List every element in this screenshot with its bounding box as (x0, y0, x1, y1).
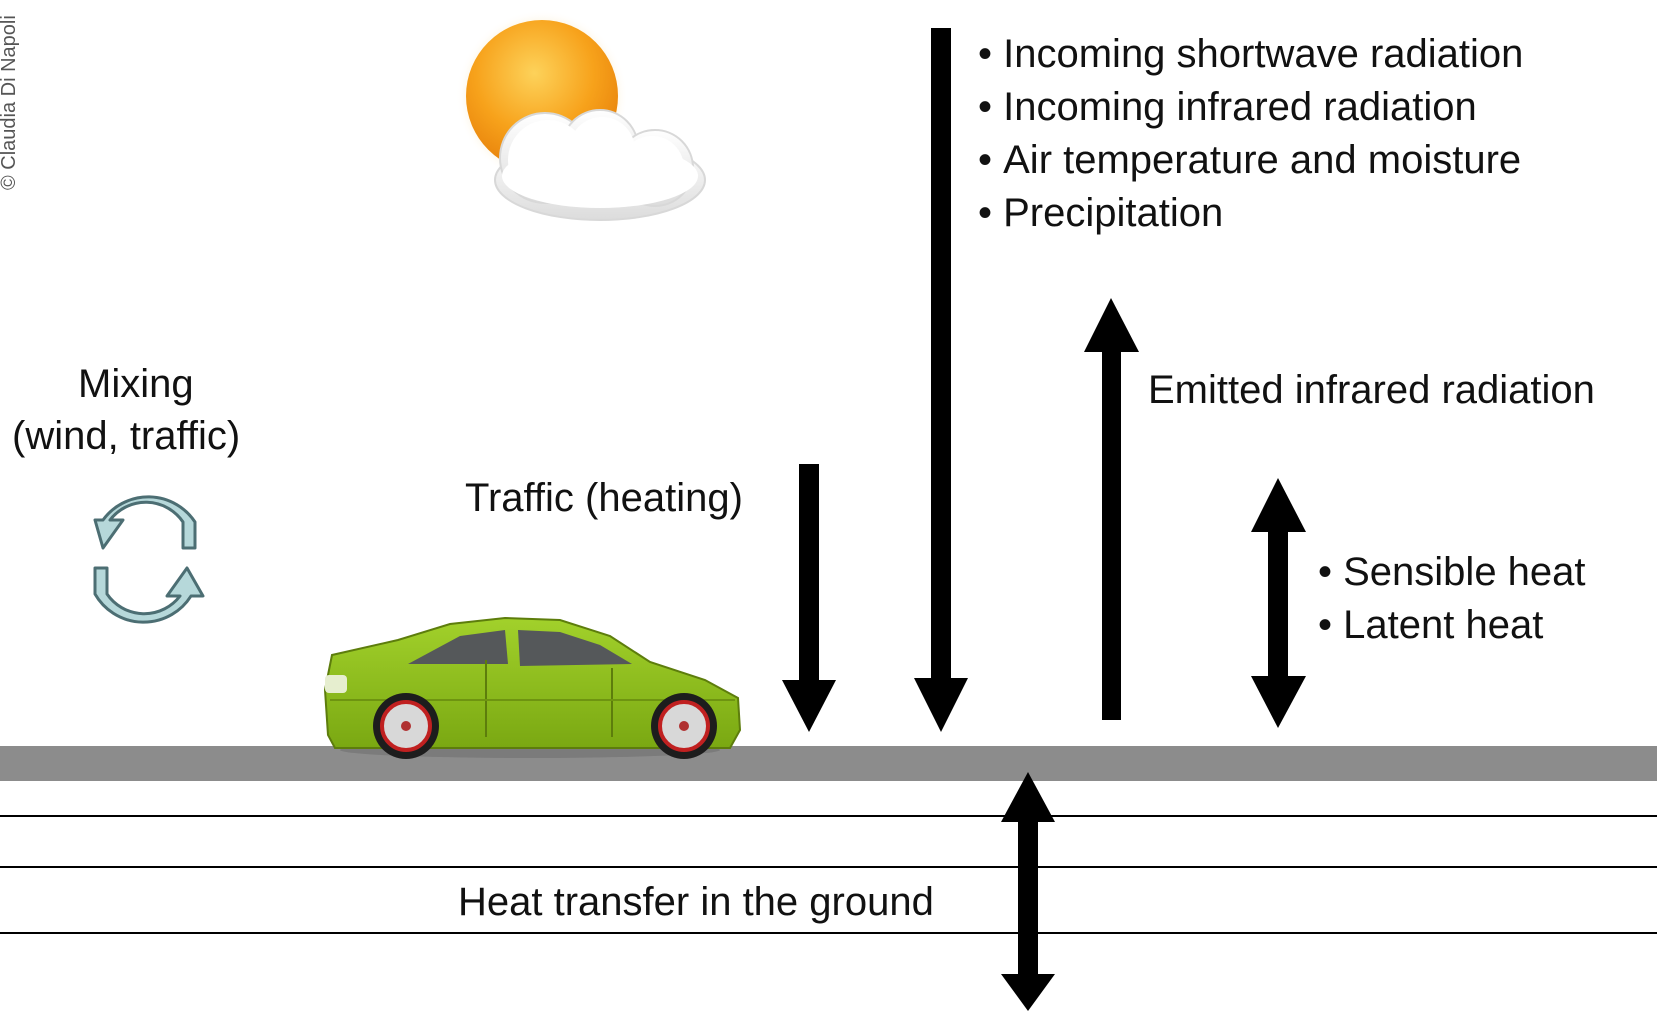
ground-heat-label: Heat transfer in the ground (458, 880, 934, 924)
emitted-infrared-label: Emitted infrared radiation (1148, 368, 1595, 412)
mixing-sublabel: (wind, traffic) (12, 414, 241, 458)
ground-layers (0, 815, 1657, 934)
list-item: Precipitation (978, 187, 1523, 240)
incoming-fluxes-list: Incoming shortwave radiation Incoming in… (978, 28, 1523, 240)
emitted-infrared-arrow (1084, 298, 1139, 720)
mixing-label: Mixing (78, 362, 194, 406)
copyright-notice: © Claudia Di Napoli (0, 15, 20, 190)
sun-behind-cloud-icon (456, 10, 706, 221)
incoming-radiation-arrow (914, 28, 968, 732)
list-item: Latent heat (1318, 599, 1586, 652)
list-item: Air temperature and moisture (978, 134, 1523, 187)
ground-heat-arrow (1001, 772, 1055, 1011)
list-item: Sensible heat (1318, 546, 1585, 599)
list-item: Incoming infrared radiation (978, 81, 1523, 134)
green-car-icon (323, 616, 742, 759)
traffic-heating-arrow (782, 464, 836, 732)
turbulent-fluxes-list: Sensible heat Latent heat (1318, 546, 1586, 652)
circular-arrows-icon (93, 495, 205, 624)
turbulent-heat-arrow (1251, 478, 1306, 728)
list-item: Incoming shortwave radiation (978, 28, 1523, 81)
traffic-heating-label: Traffic (heating) (465, 476, 743, 520)
road-surface (0, 746, 1657, 781)
